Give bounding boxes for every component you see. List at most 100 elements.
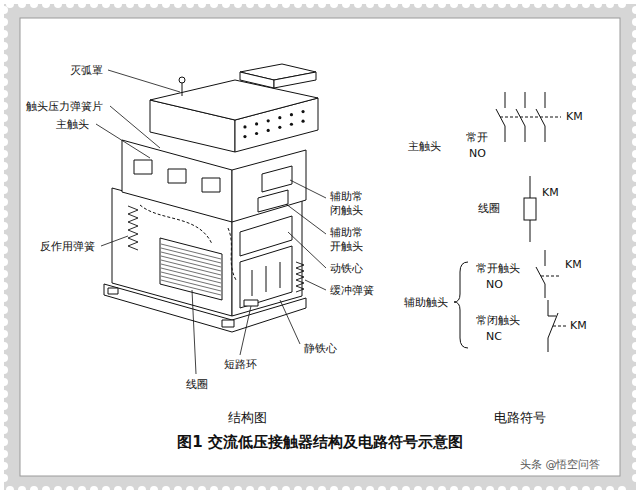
perforation-hole: [6, 486, 14, 494]
part-label: 缓冲弹簧: [330, 284, 374, 297]
perforation-hole: [632, 66, 640, 74]
spring: [296, 262, 304, 292]
perforation-hole: [632, 378, 640, 386]
mounting-foot: [108, 288, 118, 294]
perforation-hole: [0, 390, 8, 398]
perforation-hole: [0, 342, 8, 350]
perforation-hole: [318, 486, 326, 494]
linkage-line: [553, 326, 566, 327]
coil: [160, 238, 222, 300]
perforation-hole: [632, 90, 640, 98]
perforation-hole: [0, 198, 8, 206]
vent-hole: [301, 110, 304, 113]
perforation-hole: [632, 42, 640, 50]
perforation-hole: [102, 486, 110, 494]
perforation-hole: [632, 402, 640, 410]
symbol-label: 常闭触头: [476, 314, 520, 327]
perforation-hole: [366, 486, 374, 494]
perforation-hole: [450, 0, 458, 8]
perforation-hole: [486, 486, 494, 494]
winding-line: [161, 280, 221, 295]
perforation-hole: [426, 486, 434, 494]
perforation-hole: [632, 18, 640, 26]
winding-line: [161, 248, 221, 263]
part-label: 反作用弹簧: [40, 240, 95, 253]
perforation-hole: [342, 0, 350, 8]
leader-lines: [96, 70, 326, 374]
perforation-hole: [0, 282, 8, 290]
brace: [454, 262, 468, 348]
perforation-hole: [0, 414, 8, 422]
perforation-hole: [330, 486, 338, 494]
perforation-hole: [474, 0, 482, 8]
perforation-hole: [0, 150, 8, 158]
perforation-hole: [632, 450, 640, 458]
perforation-hole: [342, 486, 350, 494]
perforation-hole: [462, 486, 470, 494]
perforation-hole: [0, 426, 8, 434]
perforation-hole: [0, 138, 8, 146]
vent-hole: [243, 135, 246, 138]
perforation-hole: [632, 138, 640, 146]
perforation-hole: [0, 366, 8, 374]
perforation-hole: [54, 0, 62, 8]
leader-line: [101, 236, 128, 246]
perforation-hole: [632, 126, 640, 134]
part-label: 辅助常开触头: [330, 226, 365, 254]
perforation-hole: [258, 0, 266, 8]
perforation-hole: [632, 234, 640, 242]
sub-heading: 电路符号: [494, 410, 546, 426]
perforation-hole: [632, 198, 640, 206]
perforation-hole: [450, 486, 458, 494]
contactor-drawing: [104, 64, 318, 332]
terminal: [134, 160, 152, 174]
part-label: 辅助常闭触头: [330, 190, 365, 218]
perforation-hole: [210, 486, 218, 494]
winding-line: [161, 260, 221, 275]
perforation-hole: [402, 0, 410, 8]
perforation-hole: [270, 0, 278, 8]
no-contact-symbol: [536, 250, 545, 298]
perforation-hole: [618, 486, 626, 494]
perforation-hole: [0, 450, 8, 458]
perforation-hole: [378, 486, 386, 494]
perforation-hole: [632, 414, 640, 422]
perforation-hole: [0, 66, 8, 74]
perforation-hole: [632, 210, 640, 218]
vent-hole: [267, 119, 270, 122]
perforation-hole: [0, 162, 8, 170]
aux-contact-block: [258, 190, 288, 212]
perforation-hole: [114, 0, 122, 8]
vent-hole: [243, 125, 246, 128]
coil-symbol: [524, 198, 536, 220]
perforation-hole: [606, 0, 614, 8]
vent-hole: [267, 129, 270, 132]
perforation-hole: [66, 0, 74, 8]
perforation-hole: [282, 486, 290, 494]
perforation-hole: [438, 0, 446, 8]
perforation-hole: [632, 342, 640, 350]
perforation-hole: [632, 294, 640, 302]
perforation-hole: [558, 0, 566, 8]
perforation-hole: [78, 486, 86, 494]
perforation-hole: [632, 318, 640, 326]
perforation-hole: [198, 486, 206, 494]
winding-line: [161, 268, 221, 283]
perforation-hole: [632, 462, 640, 470]
winding-line: [161, 256, 221, 271]
symbol-label: 线圈: [478, 202, 500, 215]
perforation-hole: [30, 486, 38, 494]
perforation-hole: [150, 486, 158, 494]
winding-line: [161, 276, 221, 291]
leader-line: [192, 290, 196, 374]
perforation-hole: [474, 486, 482, 494]
arc-chute-top: [150, 80, 318, 120]
symbol-label: 主触头: [408, 140, 441, 153]
leader-line: [108, 70, 180, 92]
perforation-hole: [618, 0, 626, 8]
leader-line: [240, 306, 251, 355]
perforation-hole: [606, 486, 614, 494]
vent-holes: [243, 110, 304, 138]
perforation-hole: [30, 0, 38, 8]
